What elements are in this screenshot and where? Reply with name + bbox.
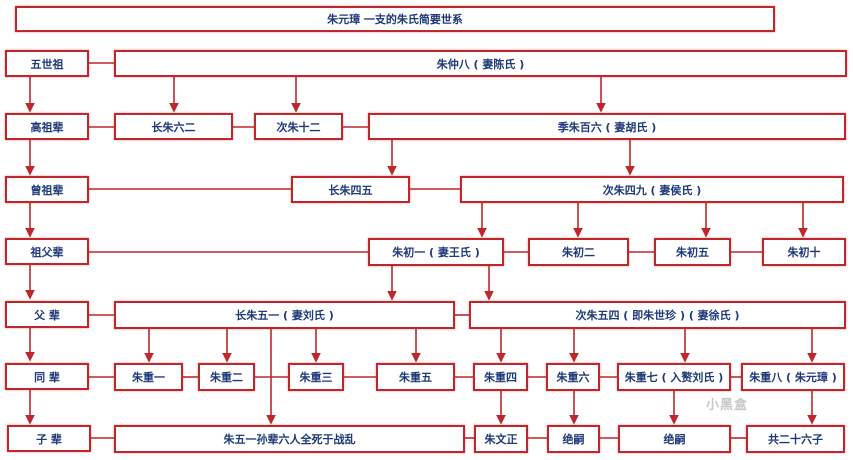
- person-sons-26: 共二十六子: [746, 425, 845, 453]
- person-chong-yi: 朱重一: [114, 363, 183, 391]
- person-chu-shi: 朱初十: [762, 238, 846, 266]
- person-ci-sijiu: 次朱四九 ( 妻侯氏 ): [460, 176, 844, 203]
- person-juesi-2: 绝嗣: [618, 425, 731, 453]
- person-zhang-siwu: 长朱四五: [291, 176, 410, 203]
- generation-label-g2: 祖父辈: [5, 238, 89, 265]
- generation-label-gm1: 子 辈: [7, 425, 91, 452]
- person-chu-er: 朱初二: [528, 238, 629, 266]
- person-wenzheng: 朱文正: [474, 425, 528, 453]
- person-chong-liu: 朱重六: [546, 363, 600, 391]
- person-chong-san: 朱重三: [288, 363, 344, 391]
- person-chong-wu: 朱重五: [376, 363, 455, 391]
- generation-label-g1: 父 辈: [5, 301, 89, 328]
- generation-label-g4: 高祖辈: [5, 113, 89, 140]
- person-ci-wusi: 次朱五四 ( 即朱世珍 ) ( 妻徐氏 ): [469, 301, 846, 329]
- generation-label-g5: 五世祖: [5, 50, 89, 77]
- person-zhang-wuyi: 长朱五一 ( 妻刘氏 ): [114, 301, 455, 329]
- person-wuyi-sons: 朱五一孙辈六人全死于战乱: [114, 425, 465, 453]
- generation-label-g0: 同 辈: [5, 363, 89, 390]
- person-chong-ba: 朱重八 ( 朱元璋 ): [741, 363, 845, 391]
- person-chong-si: 朱重四: [473, 363, 528, 391]
- person-chu-wu: 朱初五: [654, 238, 731, 266]
- person-chong-qi: 朱重七 ( 入赘刘氏 ): [617, 363, 731, 391]
- person-ji-bailiu: 季朱百六 ( 妻胡氏 ): [368, 113, 846, 140]
- person-zhu-zhongba: 朱仲八 ( 妻陈氏 ): [114, 50, 847, 77]
- person-chong-er: 朱重二: [198, 363, 255, 391]
- person-juesi-1: 绝嗣: [547, 425, 600, 453]
- watermark-logo: 小黑盒: [706, 398, 749, 413]
- generation-label-g3: 曾祖辈: [5, 176, 89, 203]
- person-zhang-liuer: 长朱六二: [114, 113, 233, 140]
- diagram-title: 朱元璋 一支的朱氏简要世系: [15, 6, 775, 32]
- person-chu-yi: 朱初一 ( 妻王氏 ): [368, 238, 504, 266]
- person-ci-shier: 次朱十二: [254, 113, 343, 140]
